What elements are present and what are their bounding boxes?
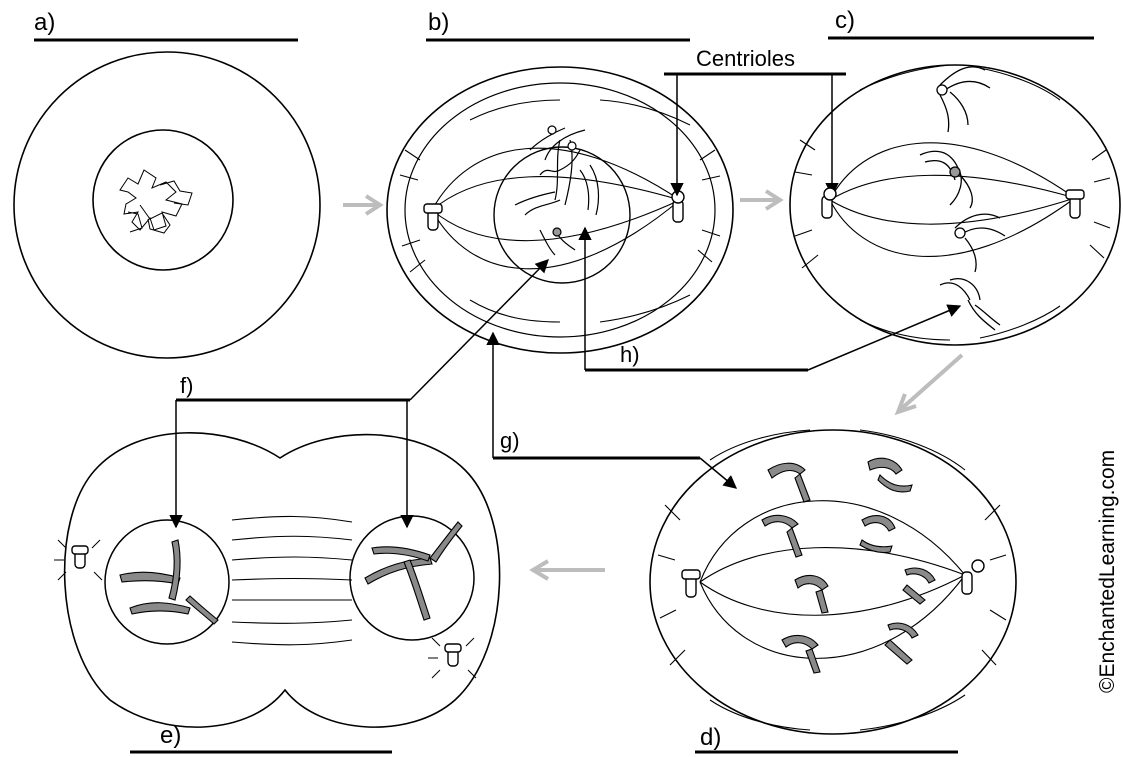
cell-b-centriole-left xyxy=(423,203,443,231)
cell-b-inner xyxy=(404,82,716,338)
cell-e-chromosomes-right xyxy=(364,521,463,621)
cell-c-spindle-fibers xyxy=(794,64,1111,341)
cell-a-chromatin xyxy=(119,169,193,234)
cell-e-midbody-fibers xyxy=(231,515,353,646)
callout-f-label: f) xyxy=(180,373,193,398)
label-c: c) xyxy=(828,7,1094,40)
callout-h-label: h) xyxy=(620,342,640,367)
svg-text:a): a) xyxy=(34,9,55,36)
cell-c-chromosomes xyxy=(919,66,1006,331)
cell-b xyxy=(386,66,734,354)
cell-c-centriole-left xyxy=(821,187,837,219)
svg-text:d): d) xyxy=(700,724,721,751)
flow-arrow-c-d xyxy=(894,353,964,416)
cell-e xyxy=(54,432,501,728)
label-d: d) xyxy=(695,724,958,754)
cell-b-spindle-fibers xyxy=(399,99,721,323)
cell-b-membrane xyxy=(386,66,734,354)
svg-text:c): c) xyxy=(835,7,855,34)
arrow-g-to-d xyxy=(699,457,738,489)
callout-h: h) xyxy=(578,226,962,372)
cell-e-chromosomes-left xyxy=(119,539,219,625)
cell-d-centriole-left xyxy=(681,569,701,598)
svg-text:e): e) xyxy=(160,722,181,749)
cell-d-chromatids xyxy=(761,457,936,674)
cell-e-membrane xyxy=(63,432,501,728)
cell-a-nucleus xyxy=(92,129,234,271)
cell-d xyxy=(649,429,1017,735)
centrioles-label: Centrioles xyxy=(696,46,795,71)
copyright-text: ©EnchantedLearning.com xyxy=(1096,450,1119,693)
label-b: b) xyxy=(426,9,690,42)
callout-g: g) xyxy=(486,331,738,489)
callout-g-label: g) xyxy=(500,428,520,453)
flow-arrow-b-c xyxy=(740,189,784,211)
cell-a-membrane xyxy=(13,51,321,359)
cell-b-chromosomes xyxy=(514,125,600,256)
cell-c xyxy=(789,64,1121,346)
arrow-h-to-c xyxy=(807,304,962,371)
cell-b-nucleus xyxy=(493,146,631,284)
cell-a xyxy=(13,51,321,359)
cell-c-centriole-right xyxy=(1065,189,1085,219)
arrow-f-to-b xyxy=(409,259,549,401)
cell-b-centriole-right xyxy=(671,190,685,223)
label-a: a) xyxy=(34,9,298,42)
cell-d-membrane xyxy=(649,429,1017,735)
flow-arrow-d-e xyxy=(529,559,605,581)
cell-e-centriole-right xyxy=(428,637,477,679)
centrioles-callout: Centrioles xyxy=(664,46,846,197)
cell-e-centriole-left xyxy=(54,539,103,581)
cell-d-centriole-right xyxy=(961,559,985,595)
cell-c-membrane xyxy=(789,64,1121,346)
callout-f: f) xyxy=(169,259,549,529)
label-e: e) xyxy=(130,722,392,754)
flow-arrow-a-b xyxy=(343,194,384,216)
cell-e-nucleus-left xyxy=(104,519,230,645)
cell-d-spindle-fibers xyxy=(657,429,1007,731)
svg-text:b): b) xyxy=(428,9,449,36)
